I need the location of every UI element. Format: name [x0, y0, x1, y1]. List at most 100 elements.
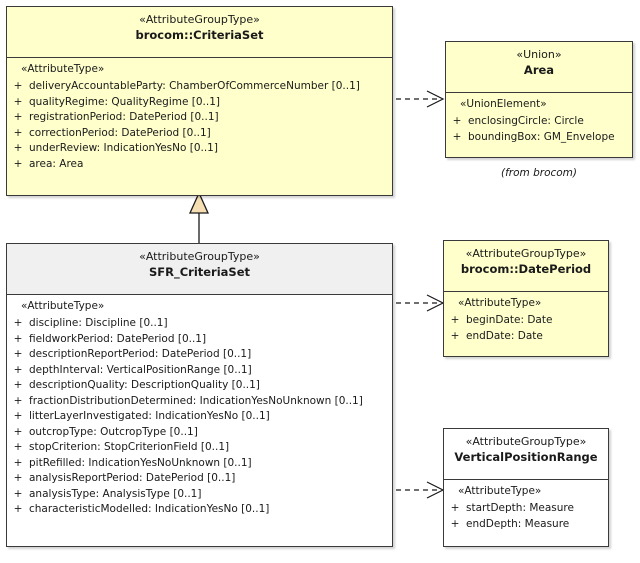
attribute-visibility: +: [13, 456, 23, 469]
attribute-row: + endDate: Date: [444, 328, 608, 344]
class-stereotype: «AttributeGroupType»: [139, 13, 260, 26]
attribute-visibility: +: [13, 111, 23, 123]
attribute-row: + registrationPeriod: DatePeriod [0..1]: [7, 110, 392, 126]
attribute-group-stereotype: «AttributeType»: [458, 297, 542, 309]
attribute-visibility: +: [13, 142, 23, 154]
attribute-visibility: +: [452, 115, 462, 127]
class-name: SFR_CriteriaSet: [148, 264, 251, 279]
class-attributes-area: «UnionElement» + enclosingCircle: Circle…: [446, 93, 632, 150]
attribute-visibility: +: [13, 394, 23, 407]
attribute-group-stereotype: «AttributeType»: [458, 485, 542, 497]
attribute-signature: litterLayerInvestigated: IndicationYesNo…: [29, 410, 270, 422]
attribute-visibility: +: [13, 410, 23, 422]
attribute-visibility: +: [13, 379, 23, 391]
attribute-signature: analysisType: AnalysisType [0..1]: [29, 487, 202, 500]
attribute-row: + enclosingCircle: Circle: [446, 114, 632, 130]
attribute-signature: registrationPeriod: DatePeriod [0..1]: [29, 111, 219, 123]
attribute-signature: depthInterval: VerticalPositionRange [0.…: [29, 363, 252, 376]
attribute-row: + descriptionQuality: DescriptionQuality…: [7, 378, 392, 394]
attribute-row: + outcropType: OutcropType [0..1]: [7, 424, 392, 440]
class-header-criteriaset: «AttributeGroupType» brocom::CriteriaSet: [7, 7, 392, 58]
dependency-sfr-criteriaset-to-verticalpositionrange: [396, 481, 445, 499]
class-attributes-criteriaset: «AttributeType» + deliveryAccountablePar…: [7, 58, 392, 177]
attribute-row: + deliveryAccountableParty: ChamberOfCom…: [7, 79, 392, 95]
class-stereotype: «AttributeGroupType»: [465, 247, 587, 260]
attribute-visibility: +: [452, 130, 462, 143]
dependency-sfr-criteriaset-to-dateperiod: [396, 294, 445, 312]
class-name: brocom::DatePeriod: [460, 261, 592, 276]
attribute-visibility: +: [13, 317, 23, 329]
generalization-sfr-criteriaset-to-criteriaset: [188, 191, 210, 243]
attribute-row: + analysisType: AnalysisType [0..1]: [7, 486, 392, 502]
attribute-visibility: +: [13, 472, 23, 484]
attribute-signature: stopCriterion: StopCriterionField [0..1]: [29, 441, 230, 453]
attribute-signature: endDepth: Measure: [466, 517, 570, 530]
class-stereotype: «Union»: [516, 48, 562, 61]
attribute-row: + fractionDistributionDetermined: Indica…: [7, 393, 392, 409]
attribute-signature: beginDate: Date: [466, 314, 553, 326]
class-attributes-dateperiod: «AttributeType» + beginDate: Date + endD…: [444, 292, 608, 349]
attribute-row: + litterLayerInvestigated: IndicationYes…: [7, 409, 392, 425]
attribute-row: + analysisReportPeriod: DatePeriod [0..1…: [7, 471, 392, 487]
attribute-signature: correctionPeriod: DatePeriod [0..1]: [29, 126, 211, 139]
attribute-row: + correctionPeriod: DatePeriod [0..1]: [7, 125, 392, 141]
attribute-row: + stopCriterion: StopCriterionField [0..…: [7, 440, 392, 456]
attribute-visibility: +: [450, 314, 460, 326]
class-stereotype: «AttributeGroupType»: [139, 250, 260, 263]
attribute-signature: endDate: Date: [466, 329, 543, 342]
attribute-row: + endDepth: Measure: [444, 516, 608, 532]
attribute-row: + area: Area: [7, 156, 392, 172]
class-name: VerticalPositionRange: [454, 449, 598, 464]
class-name: Area: [523, 62, 555, 77]
attribute-row: + qualityRegime: QualityRegime [0..1]: [7, 94, 392, 110]
attribute-visibility: +: [13, 126, 23, 139]
dependency-criteriaset-to-area: [396, 90, 445, 108]
attribute-row: + beginDate: Date: [444, 313, 608, 329]
attribute-visibility: +: [13, 348, 23, 360]
attribute-row: + pitRefilled: IndicationYesNoUnknown [0…: [7, 455, 392, 471]
attribute-row: + boundingBox: GM_Envelope: [446, 129, 632, 145]
attribute-signature: descriptionQuality: DescriptionQuality […: [29, 379, 260, 391]
class-header-verticalpositionrange: «AttributeGroupType» VerticalPositionRan…: [444, 429, 608, 480]
attribute-signature: enclosingCircle: Circle: [468, 115, 584, 127]
class-name: brocom::CriteriaSet: [135, 27, 264, 42]
attribute-visibility: +: [13, 363, 23, 376]
attribute-group-stereotype: «UnionElement»: [460, 98, 547, 110]
attribute-signature: outcropType: OutcropType [0..1]: [29, 425, 198, 438]
attribute-signature: area: Area: [29, 157, 84, 170]
attribute-row: + fieldworkPeriod: DatePeriod [0..1]: [7, 331, 392, 347]
package-note-area: (from brocom): [500, 167, 578, 179]
attribute-signature: fieldworkPeriod: DatePeriod [0..1]: [29, 332, 207, 345]
attribute-signature: pitRefilled: IndicationYesNoUnknown [0..…: [29, 456, 252, 469]
class-header-dateperiod: «AttributeGroupType» brocom::DatePeriod: [444, 241, 608, 292]
class-box-criteriaset[interactable]: «AttributeGroupType» brocom::CriteriaSet…: [6, 6, 393, 196]
attribute-visibility: +: [450, 517, 460, 530]
attribute-visibility: +: [450, 329, 460, 342]
class-header-area: «Union» Area: [446, 42, 632, 93]
attribute-visibility: +: [13, 441, 23, 453]
attribute-signature: analysisReportPeriod: DatePeriod [0..1]: [29, 472, 236, 484]
attribute-visibility: +: [13, 95, 23, 108]
attribute-row: + characteristicModelled: IndicationYesN…: [7, 502, 392, 518]
class-box-verticalpositionrange[interactable]: «AttributeGroupType» VerticalPositionRan…: [443, 428, 609, 547]
attribute-signature: descriptionReportPeriod: DatePeriod [0..…: [29, 348, 252, 360]
attribute-signature: startDepth: Measure: [466, 502, 574, 514]
attribute-row: + depthInterval: VerticalPositionRange […: [7, 362, 392, 378]
class-box-dateperiod[interactable]: «AttributeGroupType» brocom::DatePeriod …: [443, 240, 609, 357]
class-box-area[interactable]: «Union» Area «UnionElement» + enclosingC…: [445, 41, 633, 158]
attribute-row: + descriptionReportPeriod: DatePeriod [0…: [7, 347, 392, 363]
class-box-sfr-criteriaset[interactable]: «AttributeGroupType» SFR_CriteriaSet «At…: [6, 243, 393, 547]
attribute-row: + discipline: Discipline [0..1]: [7, 316, 392, 332]
attribute-visibility: +: [13, 425, 23, 438]
attribute-signature: underReview: IndicationYesNo [0..1]: [29, 142, 218, 154]
attribute-visibility: +: [13, 157, 23, 170]
attribute-visibility: +: [13, 487, 23, 500]
attribute-row: + startDepth: Measure: [444, 501, 608, 517]
attribute-visibility: +: [13, 332, 23, 345]
attribute-visibility: +: [450, 502, 460, 514]
class-header-sfr-criteriaset: «AttributeGroupType» SFR_CriteriaSet: [7, 244, 392, 295]
attribute-signature: fractionDistributionDetermined: Indicati…: [29, 394, 363, 407]
class-stereotype: «AttributeGroupType»: [465, 435, 587, 448]
attribute-visibility: +: [13, 503, 23, 515]
